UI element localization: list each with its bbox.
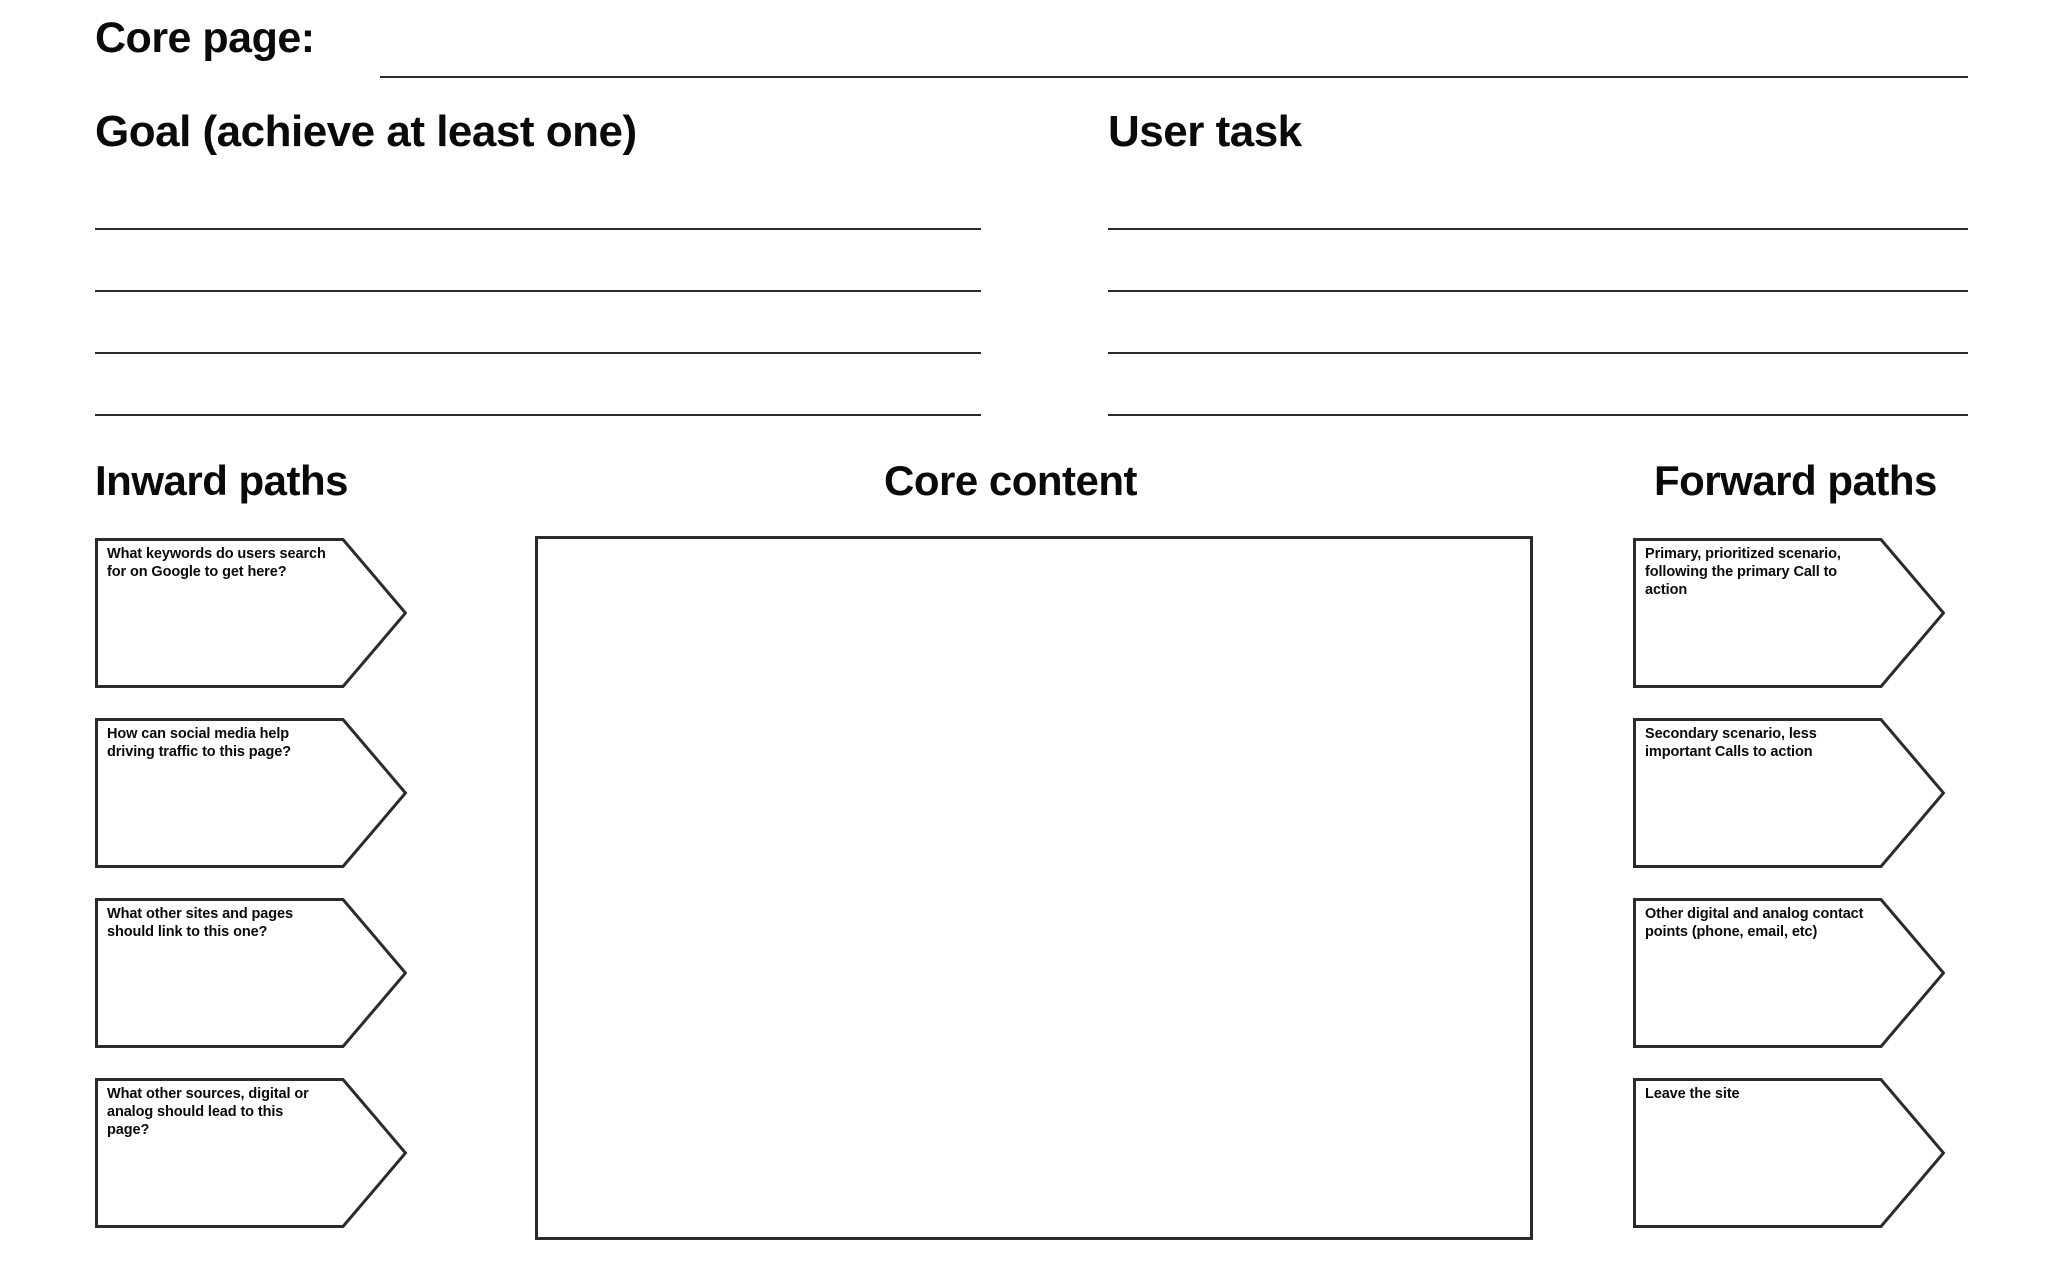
user-task-line-1[interactable]: [1108, 228, 1968, 230]
forward-path-card-1-label: Primary, prioritized scenario, following…: [1645, 546, 1841, 598]
forward-paths-column: Primary, prioritized scenario, following…: [1633, 538, 1945, 1258]
core-page-label: Core page:: [95, 14, 315, 62]
forward-path-card-4[interactable]: Leave the site: [1633, 1078, 1945, 1228]
chevron-right-icon: [1633, 718, 1945, 868]
user-task-heading: User task: [1108, 107, 1302, 156]
forward-path-card-1[interactable]: Primary, prioritized scenario, following…: [1633, 538, 1945, 688]
goal-write-in-lines: [95, 228, 981, 418]
core-content-box[interactable]: [535, 536, 1533, 1240]
core-page-input-line[interactable]: [380, 76, 1968, 78]
chevron-right-icon: [1633, 1078, 1945, 1228]
chevron-right-icon: [1633, 898, 1945, 1048]
chevron-right-icon: [95, 1078, 407, 1228]
chevron-right-icon: [95, 538, 407, 688]
user-task-write-in-lines: [1108, 228, 1968, 418]
core-content-heading: Core content: [884, 457, 1138, 504]
forward-path-card-4-label: Leave the site: [1645, 1086, 1740, 1102]
inward-path-card-1-label: What keywords do users search for on Goo…: [107, 546, 326, 580]
goal-line-4[interactable]: [95, 414, 981, 416]
inward-path-card-4-label: What other sources, digital or analog sh…: [107, 1086, 309, 1138]
forward-paths-heading: Forward paths: [1654, 457, 1937, 504]
goal-line-3[interactable]: [95, 352, 981, 354]
inward-path-card-4[interactable]: What other sources, digital or analog sh…: [95, 1078, 407, 1228]
inward-path-card-3[interactable]: What other sites and pages should link t…: [95, 898, 407, 1048]
inward-paths-column: What keywords do users search for on Goo…: [95, 538, 407, 1258]
goal-line-1[interactable]: [95, 228, 981, 230]
forward-path-card-2-label: Secondary scenario, less important Calls…: [1645, 726, 1817, 760]
inward-path-card-1[interactable]: What keywords do users search for on Goo…: [95, 538, 407, 688]
forward-path-card-3[interactable]: Other digital and analog contact points …: [1633, 898, 1945, 1048]
goal-line-2[interactable]: [95, 290, 981, 292]
inward-path-card-2-label: How can social media help driving traffi…: [107, 726, 292, 760]
chevron-right-icon: [1633, 538, 1945, 688]
forward-path-card-2[interactable]: Secondary scenario, less important Calls…: [1633, 718, 1945, 868]
inward-path-card-3-label: What other sites and pages should link t…: [107, 906, 293, 940]
inward-paths-heading: Inward paths: [95, 457, 349, 504]
user-task-line-3[interactable]: [1108, 352, 1968, 354]
inward-path-card-2[interactable]: How can social media help driving traffi…: [95, 718, 407, 868]
chevron-right-icon: [95, 898, 407, 1048]
user-task-line-4[interactable]: [1108, 414, 1968, 416]
chevron-right-icon: [95, 718, 407, 868]
goal-heading: Goal (achieve at least one): [95, 107, 637, 156]
user-task-line-2[interactable]: [1108, 290, 1968, 292]
forward-path-card-3-label: Other digital and analog contact points …: [1645, 906, 1864, 940]
